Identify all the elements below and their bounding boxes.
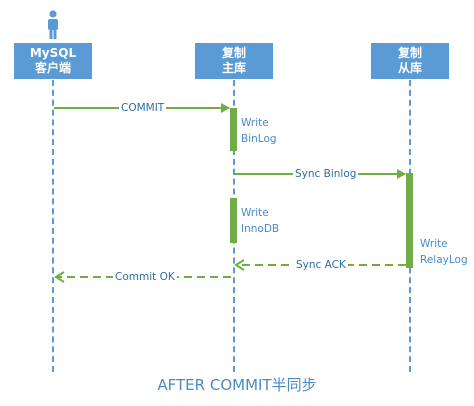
activation-label-relaylog: Write RelayLog [420,236,468,268]
participant-mysql-client: MySQL 客户端 [14,43,92,79]
participant-label-line1: 复制 [397,46,422,60]
activation-innodb [230,198,237,243]
activation-label-line: Write [241,207,269,219]
activation-label-line: BinLog [241,133,277,145]
activation-binlog [230,108,237,151]
participant-slave: 复制 从库 [371,43,449,79]
participant-label-line1: MySQL [29,46,77,60]
participant-master: 复制 主库 [195,43,273,79]
person-icon [48,10,58,39]
message-label-sync-ack: Sync ACK [294,258,348,272]
activation-label-innodb: Write InnoDB [241,205,279,237]
participant-label-line1: 复制 [221,46,246,60]
lifeline-client [52,80,54,372]
message-label-sync-binlog: Sync Binlog [293,167,359,181]
diagram-caption: AFTER COMMIT半同步 [157,376,317,394]
activation-label-binlog: Write BinLog [241,115,277,147]
activation-label-line: Write [420,238,448,250]
message-label-commit: COMMIT [119,101,167,115]
participant-label-line2: 客户端 [34,61,71,75]
activation-label-line: RelayLog [420,254,468,266]
activation-relaylog [406,173,413,268]
message-label-commit-ok: Commit OK [113,270,177,284]
activation-label-line: InnoDB [241,223,280,235]
participant-label-line2: 从库 [397,61,422,75]
activation-label-line: Write [241,117,269,129]
participant-label-line2: 主库 [221,61,246,75]
